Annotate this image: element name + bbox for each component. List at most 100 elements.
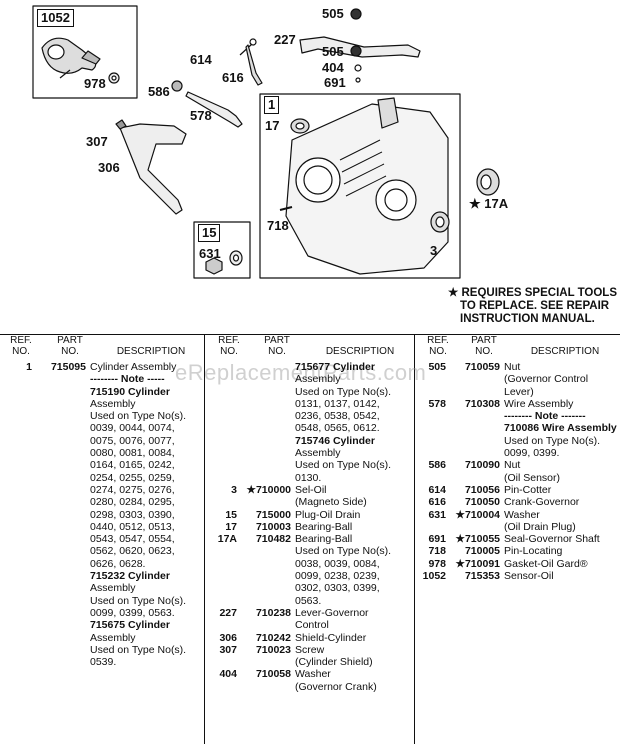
part-description: Sensor-Oil bbox=[504, 570, 554, 583]
cylinder-shield-drawing bbox=[115, 119, 187, 215]
part-number bbox=[32, 410, 86, 422]
parts-row: 0039, 0044, 0074, bbox=[2, 422, 202, 434]
part-description: Shield-Cylinder bbox=[295, 631, 367, 644]
ref-number bbox=[416, 373, 446, 385]
ref-number: 1 bbox=[26, 361, 32, 373]
ref-number bbox=[416, 410, 446, 422]
part-description: (Oil Sensor) bbox=[504, 471, 561, 484]
header-ref-no: NO. bbox=[220, 345, 238, 357]
part-number: 710238 bbox=[255, 606, 291, 619]
part-description: 715746 Cylinder bbox=[295, 434, 375, 447]
ref-number bbox=[2, 422, 32, 434]
ref-number bbox=[207, 447, 237, 459]
part-number bbox=[446, 521, 500, 533]
part-number bbox=[32, 644, 86, 656]
header-description: DESCRIPTION bbox=[530, 346, 600, 357]
parts-row: 0130. bbox=[207, 472, 413, 484]
part-description: 0562, 0620, 0623, bbox=[90, 545, 175, 558]
ref-number bbox=[2, 435, 32, 447]
part-description: 0164, 0165, 0242, bbox=[90, 459, 175, 472]
ref-number bbox=[2, 558, 32, 570]
part-description: Plug-Oil Drain bbox=[295, 508, 361, 521]
ref-number bbox=[207, 386, 237, 398]
callout-505: 505 bbox=[322, 44, 344, 59]
part-number bbox=[237, 619, 291, 631]
ref-number bbox=[207, 459, 237, 471]
part-description: 0548, 0565, 0612. bbox=[295, 422, 380, 435]
parts-row: 715675 Cylinder bbox=[2, 619, 202, 631]
part-description: Pin-Locating bbox=[504, 545, 563, 558]
part-description: 0038, 0039, 0084, bbox=[295, 557, 380, 570]
ref-number bbox=[416, 447, 446, 459]
part-description: 0539. bbox=[90, 656, 117, 669]
part-description: 0236, 0538, 0542, bbox=[295, 410, 380, 423]
part-description: Bearing-Ball bbox=[295, 533, 353, 546]
ref-number bbox=[2, 632, 32, 644]
part-description: -------- Note ------- bbox=[504, 410, 586, 423]
parts-row: 0280, 0284, 0295, bbox=[2, 496, 202, 508]
parts-row: 715190 Cylinder bbox=[2, 386, 202, 398]
parts-row: (Governor Crank) bbox=[207, 681, 413, 693]
ref-number bbox=[207, 570, 237, 582]
kit-frame-15 bbox=[193, 221, 251, 279]
header-part-no: NO. bbox=[61, 345, 79, 357]
part-description: Screw bbox=[295, 643, 325, 656]
ref-number: 616 bbox=[428, 496, 446, 509]
ref-number bbox=[2, 521, 32, 533]
parts-row: Used on Type No(s). bbox=[2, 410, 202, 422]
part-description: Assembly bbox=[90, 397, 136, 410]
ref-number: 578 bbox=[428, 397, 446, 410]
part-number bbox=[32, 459, 86, 471]
part-number bbox=[237, 386, 291, 398]
part-description: Assembly bbox=[295, 447, 341, 460]
ref-number bbox=[2, 619, 32, 631]
ref-number bbox=[207, 422, 237, 434]
part-number bbox=[32, 533, 86, 545]
part-number bbox=[446, 435, 500, 447]
callout-978: 978 bbox=[84, 76, 106, 91]
callout-307: 307 bbox=[86, 134, 108, 149]
part-number bbox=[237, 558, 291, 570]
part-description: Seal-Governor Shaft bbox=[504, 533, 600, 546]
ref-number bbox=[2, 545, 32, 557]
parts-row: (Oil Sensor) bbox=[416, 472, 620, 484]
header-part-no: NO. bbox=[268, 345, 286, 357]
part-description: Assembly bbox=[295, 373, 341, 386]
column-divider-1 bbox=[204, 334, 205, 744]
header-part-no: NO. bbox=[475, 345, 493, 357]
parts-row: 0543, 0547, 0554, bbox=[2, 533, 202, 545]
part-number: ★710091 bbox=[455, 557, 500, 570]
part-number bbox=[237, 681, 291, 693]
callout-691: 691 bbox=[324, 75, 346, 90]
column-divider-2 bbox=[414, 334, 415, 744]
ref-number bbox=[416, 422, 446, 434]
ref-number: 3 bbox=[231, 483, 237, 496]
part-description: Assembly bbox=[90, 631, 136, 644]
part-description: 0099, 0399, 0563. bbox=[90, 606, 175, 619]
part-description: Assembly bbox=[90, 582, 136, 595]
part-number: 710050 bbox=[464, 496, 500, 509]
kit-label-15: 15 bbox=[198, 224, 221, 242]
governor-lever-drawing bbox=[299, 8, 421, 83]
parts-row: 0075, 0076, 0077, bbox=[2, 435, 202, 447]
part-number bbox=[32, 373, 86, 385]
part-description: (Governor Control bbox=[504, 373, 589, 386]
part-description: Used on Type No(s). bbox=[295, 545, 392, 558]
parts-row: 715677 Cylinder bbox=[207, 361, 413, 373]
part-description: 0543, 0547, 0554, bbox=[90, 533, 175, 546]
parts-row: 0274, 0275, 0276, bbox=[2, 484, 202, 496]
part-number bbox=[32, 509, 86, 521]
part-description: 0280, 0284, 0295, bbox=[90, 496, 175, 509]
engine-exploded-view bbox=[32, 5, 500, 279]
parts-row: 715232 Cylinder bbox=[2, 570, 202, 582]
parts-row: Used on Type No(s). bbox=[2, 644, 202, 656]
parts-row: (Magneto Side) bbox=[207, 496, 413, 508]
part-number: 710090 bbox=[464, 459, 500, 472]
part-description: 715677 Cylinder bbox=[295, 361, 375, 373]
ref-number bbox=[2, 582, 32, 594]
